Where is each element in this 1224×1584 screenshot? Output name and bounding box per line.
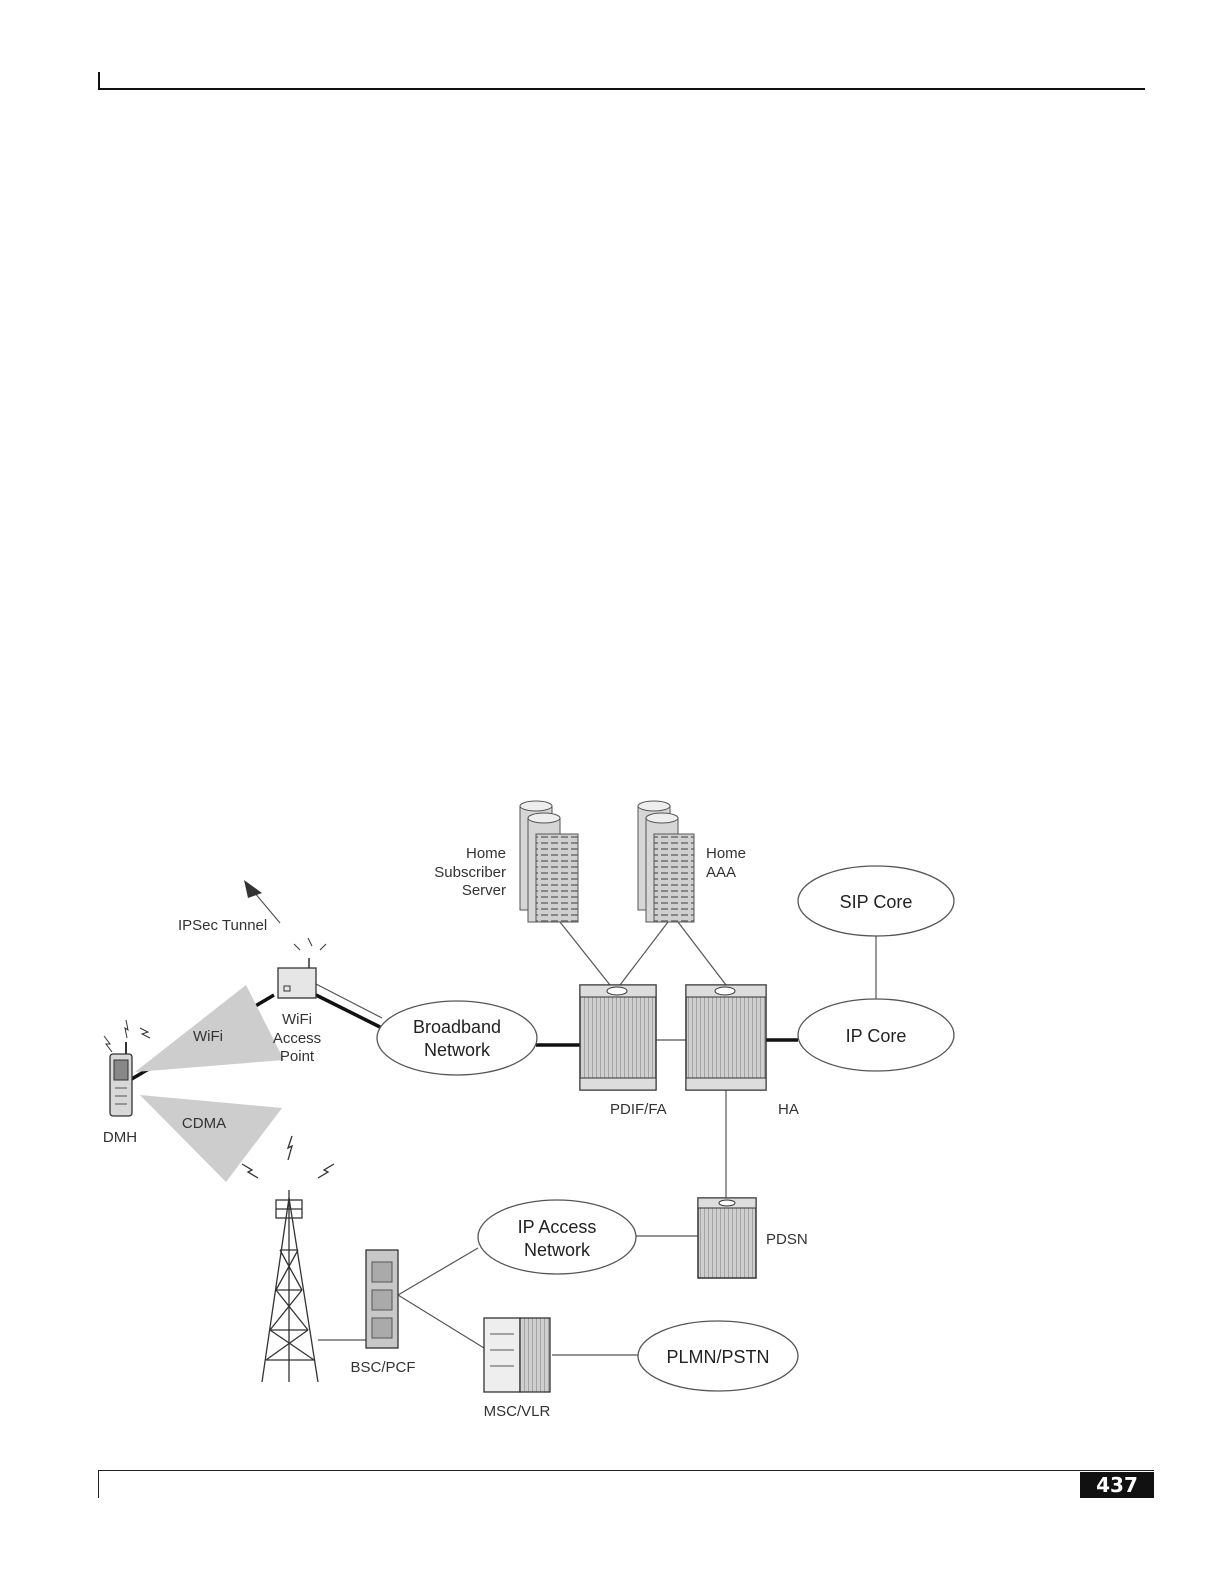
hss-server-icon bbox=[520, 801, 578, 922]
ip-core-cloud: IP Core bbox=[798, 999, 954, 1071]
aaa-label-2: AAA bbox=[706, 864, 736, 881]
sip-core-cloud: SIP Core bbox=[798, 866, 954, 936]
links bbox=[254, 892, 876, 1355]
footer-rule-tick bbox=[98, 1470, 99, 1498]
pdsn-chassis-icon bbox=[698, 1198, 756, 1278]
ip-access-label-2: Network bbox=[524, 1240, 591, 1260]
bsc-pcf-rack-icon bbox=[366, 1250, 398, 1348]
ha-label: HA bbox=[778, 1101, 799, 1118]
cdma-beam bbox=[140, 1095, 282, 1182]
broadband-network-cloud: Broadband Network bbox=[377, 1001, 537, 1075]
ha-chassis-icon bbox=[686, 985, 766, 1090]
msc-vlr-cabinet-icon bbox=[484, 1318, 550, 1392]
ip-access-network-cloud: IP Access Network bbox=[478, 1200, 636, 1274]
hss-label-3: Server bbox=[462, 882, 506, 899]
aaa-server-icon bbox=[638, 801, 694, 922]
footer-rule bbox=[98, 1470, 1154, 1471]
hss-label-1: Home bbox=[466, 845, 506, 862]
broadband-label-1: Broadband bbox=[413, 1017, 501, 1037]
sip-core-label: SIP Core bbox=[840, 892, 913, 912]
wifi-ap-label-2: Access bbox=[273, 1030, 321, 1047]
wifi-label: WiFi bbox=[193, 1028, 223, 1045]
ipsec-arrowhead bbox=[244, 880, 262, 898]
broadband-label-2: Network bbox=[424, 1040, 491, 1060]
pdif-fa-chassis-icon bbox=[580, 985, 656, 1090]
ip-core-label: IP Core bbox=[846, 1026, 907, 1046]
cell-tower-icon bbox=[242, 1136, 334, 1382]
plmn-pstn-cloud: PLMN/PSTN bbox=[638, 1321, 798, 1391]
msc-vlr-label: MSC/VLR bbox=[484, 1403, 551, 1420]
wifi-access-point-icon bbox=[278, 938, 326, 998]
ip-access-label-1: IP Access bbox=[518, 1217, 597, 1237]
hss-label-2: Subscriber bbox=[434, 864, 506, 881]
bsc-pcf-label: BSC/PCF bbox=[350, 1359, 415, 1376]
ipsec-tunnel-label: IPSec Tunnel bbox=[178, 917, 267, 934]
wifi-ap-label-1: WiFi bbox=[282, 1011, 312, 1028]
wifi-ap-label-3: Point bbox=[280, 1048, 315, 1065]
dmh-label: DMH bbox=[103, 1129, 137, 1146]
pdif-fa-label: PDIF/FA bbox=[610, 1101, 667, 1118]
page-number: 437 bbox=[1080, 1472, 1154, 1498]
aaa-label-1: Home bbox=[706, 845, 746, 862]
plmn-pstn-label: PLMN/PSTN bbox=[666, 1347, 769, 1367]
pdsn-label: PDSN bbox=[766, 1231, 808, 1248]
cdma-label: CDMA bbox=[182, 1115, 226, 1132]
